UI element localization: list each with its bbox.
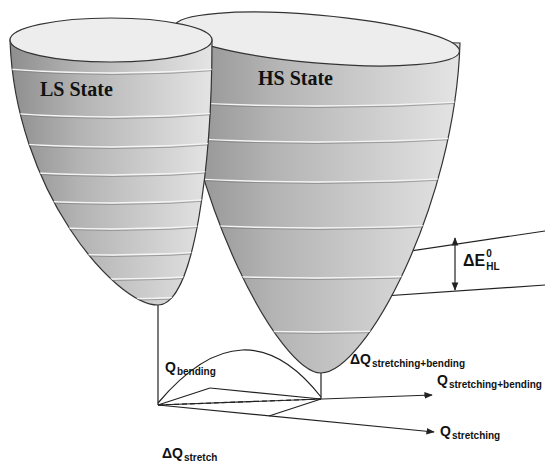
state-label: LS State xyxy=(40,78,113,101)
index-label: 0 xyxy=(486,249,492,259)
well-outline xyxy=(170,5,465,380)
stretching-axis xyxy=(158,405,434,432)
potential-well: HS State xyxy=(170,5,465,380)
well-outline xyxy=(5,10,220,310)
symbol-label: Q xyxy=(437,373,448,387)
symbol-label: Q xyxy=(440,424,451,438)
symbol-label: ΔQ xyxy=(162,446,183,460)
ls-drop-line xyxy=(157,305,158,405)
potential-well: LS State xyxy=(5,10,220,310)
index-label: stretching+bending xyxy=(449,380,542,390)
parallelogram-edge xyxy=(210,388,321,399)
symbol-label: ΔE xyxy=(463,253,485,269)
symbol-label: Q xyxy=(165,360,176,374)
bending-axis xyxy=(158,388,210,405)
symbol-label: ΔQ xyxy=(350,352,371,366)
displacement-dashed xyxy=(158,399,321,405)
energy-gap-arrow xyxy=(454,238,455,290)
index-label: HL xyxy=(486,262,499,272)
index-label: stretching+bending xyxy=(372,359,465,369)
parallelogram-edge xyxy=(269,399,321,416)
hs-drop-line xyxy=(320,373,321,399)
index-label: bending xyxy=(177,367,216,377)
state-label: HS State xyxy=(258,67,333,90)
index-label: stretching xyxy=(452,431,500,441)
index-label: stretch xyxy=(184,453,217,463)
